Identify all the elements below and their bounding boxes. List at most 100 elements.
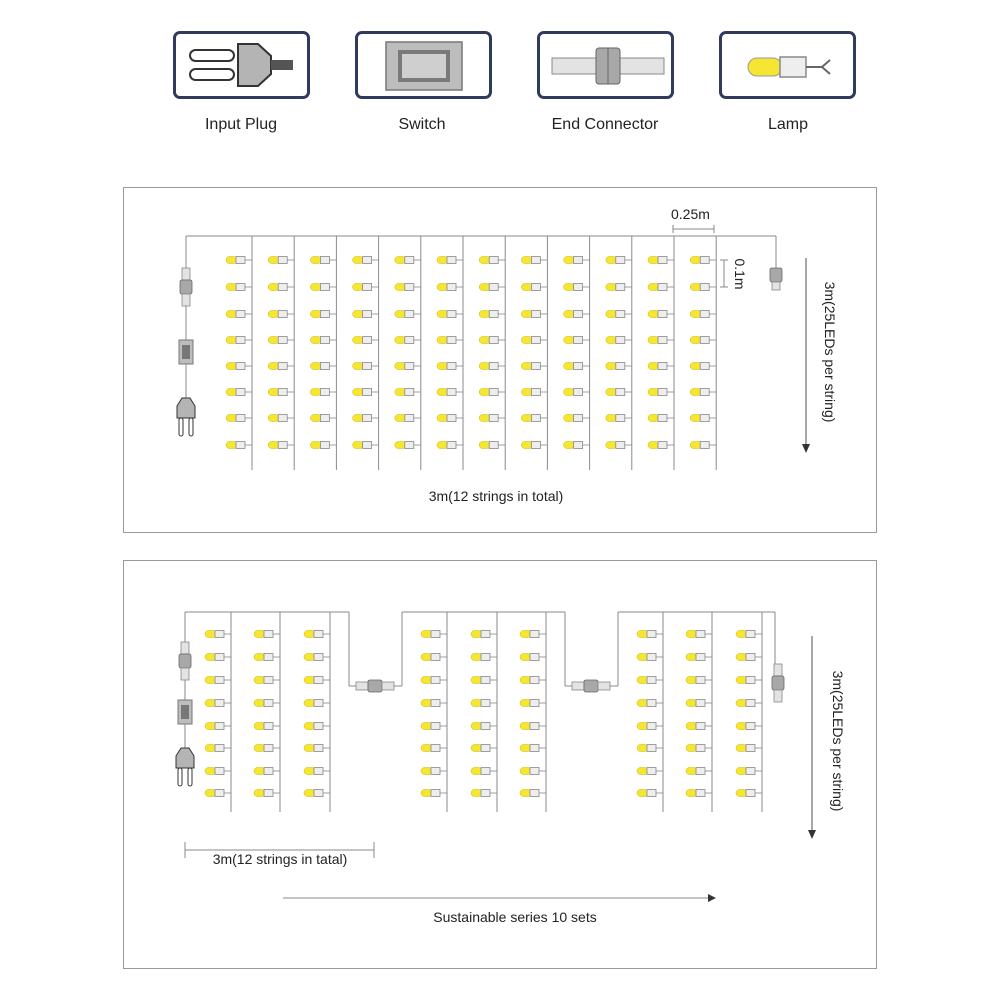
lamp-icon [436,414,463,422]
lamp-icon [563,256,590,264]
lamp-icon [647,256,674,264]
lamp-icon [303,630,330,638]
width-label-2: 3m(12 strings in tatal) [212,851,348,867]
spacing-h-label: 0.25m [671,206,710,222]
lamp-icon [436,388,463,396]
lamp-icon [647,388,674,396]
lamp-icon [436,336,463,344]
switch-icon [385,41,463,91]
lamp-icon [636,653,663,661]
lamp-icon [267,388,295,396]
lamp-icon [636,630,663,638]
lamp-icon [521,362,548,370]
width-label-1: 3m(12 strings in total) [428,488,564,504]
lamp-icon [303,789,330,797]
lamp-icon [303,676,330,684]
lamp-icon [204,744,231,752]
lamp-icon [352,256,379,264]
connector-icon [355,679,395,693]
lamp-icon [470,789,497,797]
lamp-icon [689,283,717,291]
lamp-icon [204,789,231,797]
lamp-icon [470,676,497,684]
lamp-icon [519,676,546,684]
plug-icon [175,747,195,787]
lamp-icon [636,699,663,707]
lamp-icon [478,256,506,264]
series-label: Sustainable series 10 sets [433,909,597,925]
lamp-icon [685,653,712,661]
lamp-icon [636,744,663,752]
lamp-icon [267,362,295,370]
lamp-icon [647,310,674,318]
legend-box-lamp [719,31,856,99]
lamp-icon [310,388,337,396]
lamp-icon [253,789,280,797]
lamp-icon [685,744,712,752]
lamp-icon [470,653,497,661]
height-arrow-1-head [802,444,810,453]
lamp-icon [563,362,590,370]
lamp-icon [253,630,280,638]
lamp-icon [420,744,447,752]
lamp-icon [420,653,447,661]
legend-box-end-connector [537,31,674,99]
lamp-icon [519,653,546,661]
lamp-icon [647,414,674,422]
lamp-icon [394,283,421,291]
height-label-2: 3m(25LEDs per string) [830,670,846,812]
lamp-icon [253,676,280,684]
lamp-icon [563,310,590,318]
connector-icon [178,641,192,681]
connector-icon [771,663,785,703]
diagram-panel-series [123,560,877,969]
connector-icon [551,47,665,85]
lamp-icon [747,56,831,78]
lamp-icon [204,767,231,775]
lamp-icon [521,336,548,344]
legend-box-switch [355,31,492,99]
lamp-icon [267,336,295,344]
lamp-icon [689,256,717,264]
lamp-icon [204,653,231,661]
lamp-icon [253,744,280,752]
lamp-icon [521,256,548,264]
lamp-icon [478,310,506,318]
lamp-icon [436,362,463,370]
lamp-icon [689,441,717,449]
lamp-icon [605,310,632,318]
lamp-icon [225,388,252,396]
lamp-icon [204,699,231,707]
lamp-icon [735,653,762,661]
lamp-icon [685,722,712,730]
lamp-icon [310,362,337,370]
lamp-icon [647,336,674,344]
lamp-icon [310,310,337,318]
lamp-icon [685,699,712,707]
lamp-icon [394,256,421,264]
lamp-icon [394,388,421,396]
lamp-icon [352,362,379,370]
lamp-icon [436,441,463,449]
lamp-icon [303,699,330,707]
lamp-icon [519,744,546,752]
lamp-icon [253,767,280,775]
lamp-icon [394,441,421,449]
lamp-icon [352,336,379,344]
lamp-icon [478,283,506,291]
lamp-icon [521,388,548,396]
lamp-icon [225,362,252,370]
lamp-icon [521,283,548,291]
lamp-icon [420,722,447,730]
lamp-icon [689,362,717,370]
lamp-icon [605,414,632,422]
lamp-icon [310,256,337,264]
lamp-icon [420,630,447,638]
lamp-icon [636,789,663,797]
lamp-icon [478,441,506,449]
lamp-icon [267,283,295,291]
lamp-icon [735,630,762,638]
lamp-icon [563,388,590,396]
legend-label-lamp: Lamp [767,116,809,133]
lamp-icon [563,441,590,449]
